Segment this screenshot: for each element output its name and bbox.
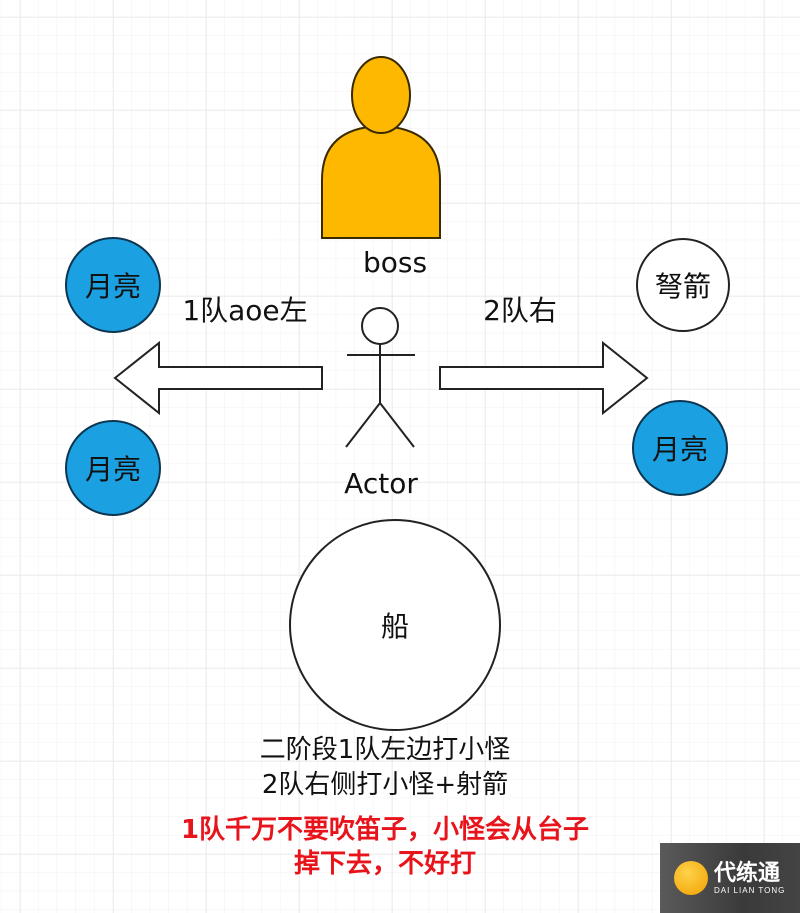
svg-text:月亮: 月亮	[85, 453, 141, 486]
boss-label: boss	[363, 246, 427, 279]
warning-line-2: 掉下去，不好打	[294, 849, 476, 879]
watermark: 代练通 DAI LIAN TONG	[660, 843, 800, 913]
warning-line-1: 1队千万不要吹笛子，小怪会从台子	[181, 814, 589, 845]
right-arrow	[439, 340, 649, 416]
team2-label: 2队右	[483, 294, 557, 327]
boss-shape	[321, 56, 441, 239]
svg-text:月亮: 月亮	[652, 433, 708, 466]
left-arrow	[113, 340, 323, 416]
watermark-logo-icon	[674, 861, 708, 895]
actor-label: Actor	[344, 467, 418, 500]
svg-text:船: 船	[381, 610, 409, 643]
svg-text:弩箭: 弩箭	[655, 270, 711, 303]
moon-top-left: 月亮	[65, 237, 161, 333]
actor-figure	[345, 307, 415, 448]
svg-text:月亮: 月亮	[85, 270, 141, 303]
moon-bottom-right: 月亮	[632, 400, 728, 496]
note-line-2: 2队右侧打小怪+射箭	[262, 770, 508, 800]
ship-node: 船	[289, 519, 501, 731]
note-line-1: 二阶段1队左边打小怪	[260, 735, 511, 765]
team1-label: 1队aoe左	[182, 294, 307, 327]
watermark-cn: 代练通	[714, 860, 781, 886]
moon-bottom-left: 月亮	[65, 420, 161, 516]
watermark-en: DAI LIAN TONG	[714, 885, 786, 895]
crossbow-node: 弩箭	[636, 238, 730, 332]
